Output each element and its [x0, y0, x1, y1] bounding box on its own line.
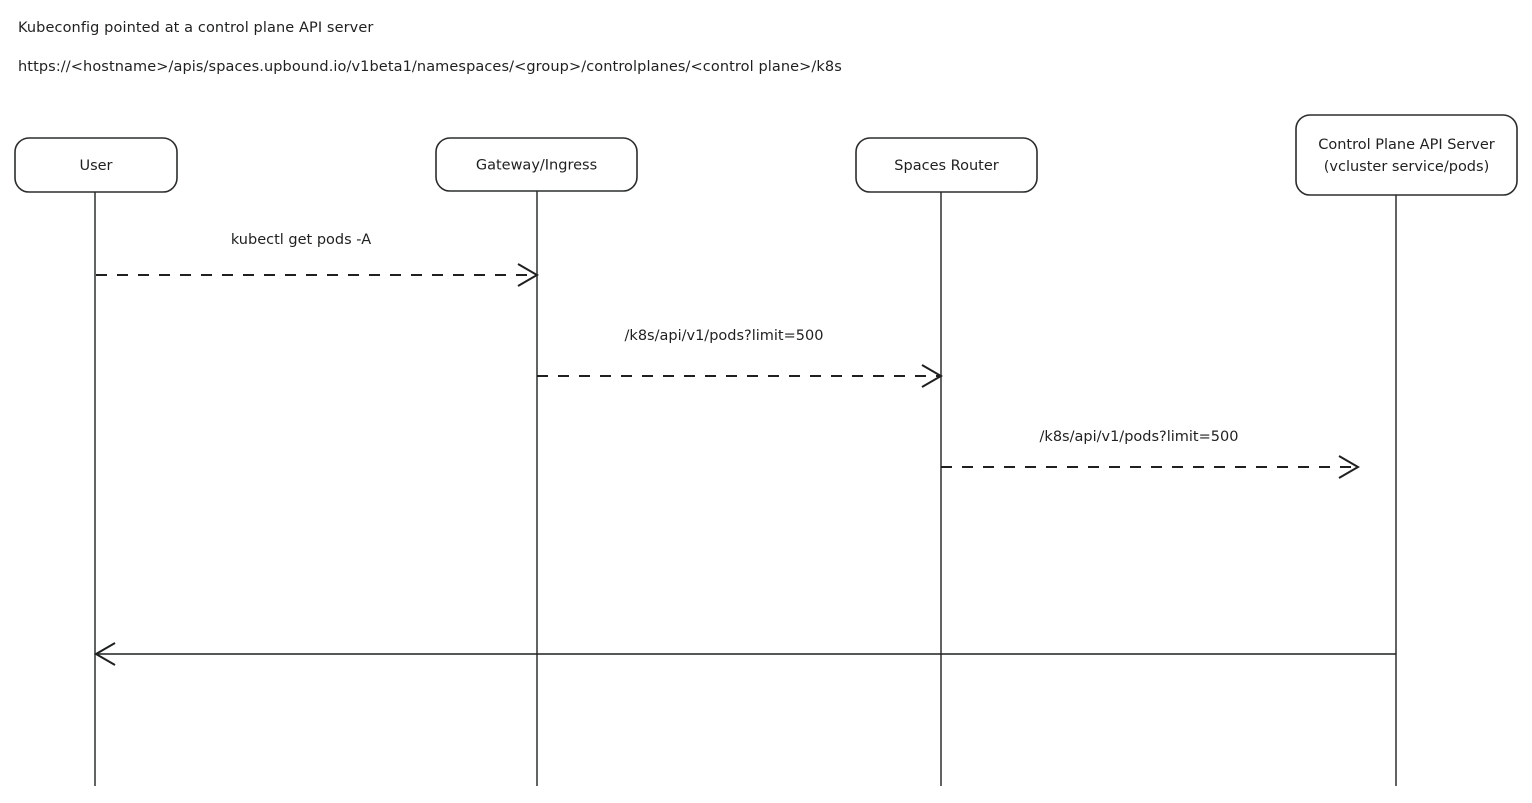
participant-label-user: User: [79, 158, 112, 174]
participant-label-gateway: Gateway/Ingress: [476, 158, 597, 174]
diagram-subtitle-url: https://<hostname>/apis/spaces.upbound.i…: [18, 59, 842, 75]
actors-group: User Gateway/Ingress Spaces Router Control …: [14, 114, 1518, 196]
participant-label-spaces-router: Spaces Router: [894, 158, 998, 174]
participant-label-control-plane: Control Plane API Server: [1318, 137, 1495, 153]
participant-box-user[interactable]: [14, 137, 178, 193]
messages-group: kubectl get pods -A/k8s/api/v1/pods?limi…: [94, 232, 1396, 666]
arrowhead-msg-k8s-pods-router-to-controlplane: [1338, 455, 1360, 479]
lifelines-group: [94, 191, 1397, 786]
participant-box-spaces-router[interactable]: [855, 137, 1038, 193]
message-label-msg-k8s-pods-router-to-controlplane: /k8s/api/v1/pods?limit=500: [1040, 429, 1239, 445]
arrowhead-msg-kubectl-get-pods: [517, 263, 539, 287]
participant-box-gateway[interactable]: [435, 137, 638, 192]
participant-sublabel-control-plane: (vcluster service/pods): [1324, 159, 1489, 175]
message-label-msg-k8s-pods-gateway-to-router: /k8s/api/v1/pods?limit=500: [625, 328, 824, 344]
arrowhead-msg-k8s-pods-gateway-to-router: [921, 364, 943, 388]
diagram-title: Kubeconfig pointed at a control plane AP…: [18, 20, 374, 36]
participant-box-control-plane[interactable]: [1295, 114, 1518, 196]
arrowhead-msg-response-to-user: [94, 642, 116, 666]
message-label-msg-kubectl-get-pods: kubectl get pods -A: [231, 232, 371, 248]
